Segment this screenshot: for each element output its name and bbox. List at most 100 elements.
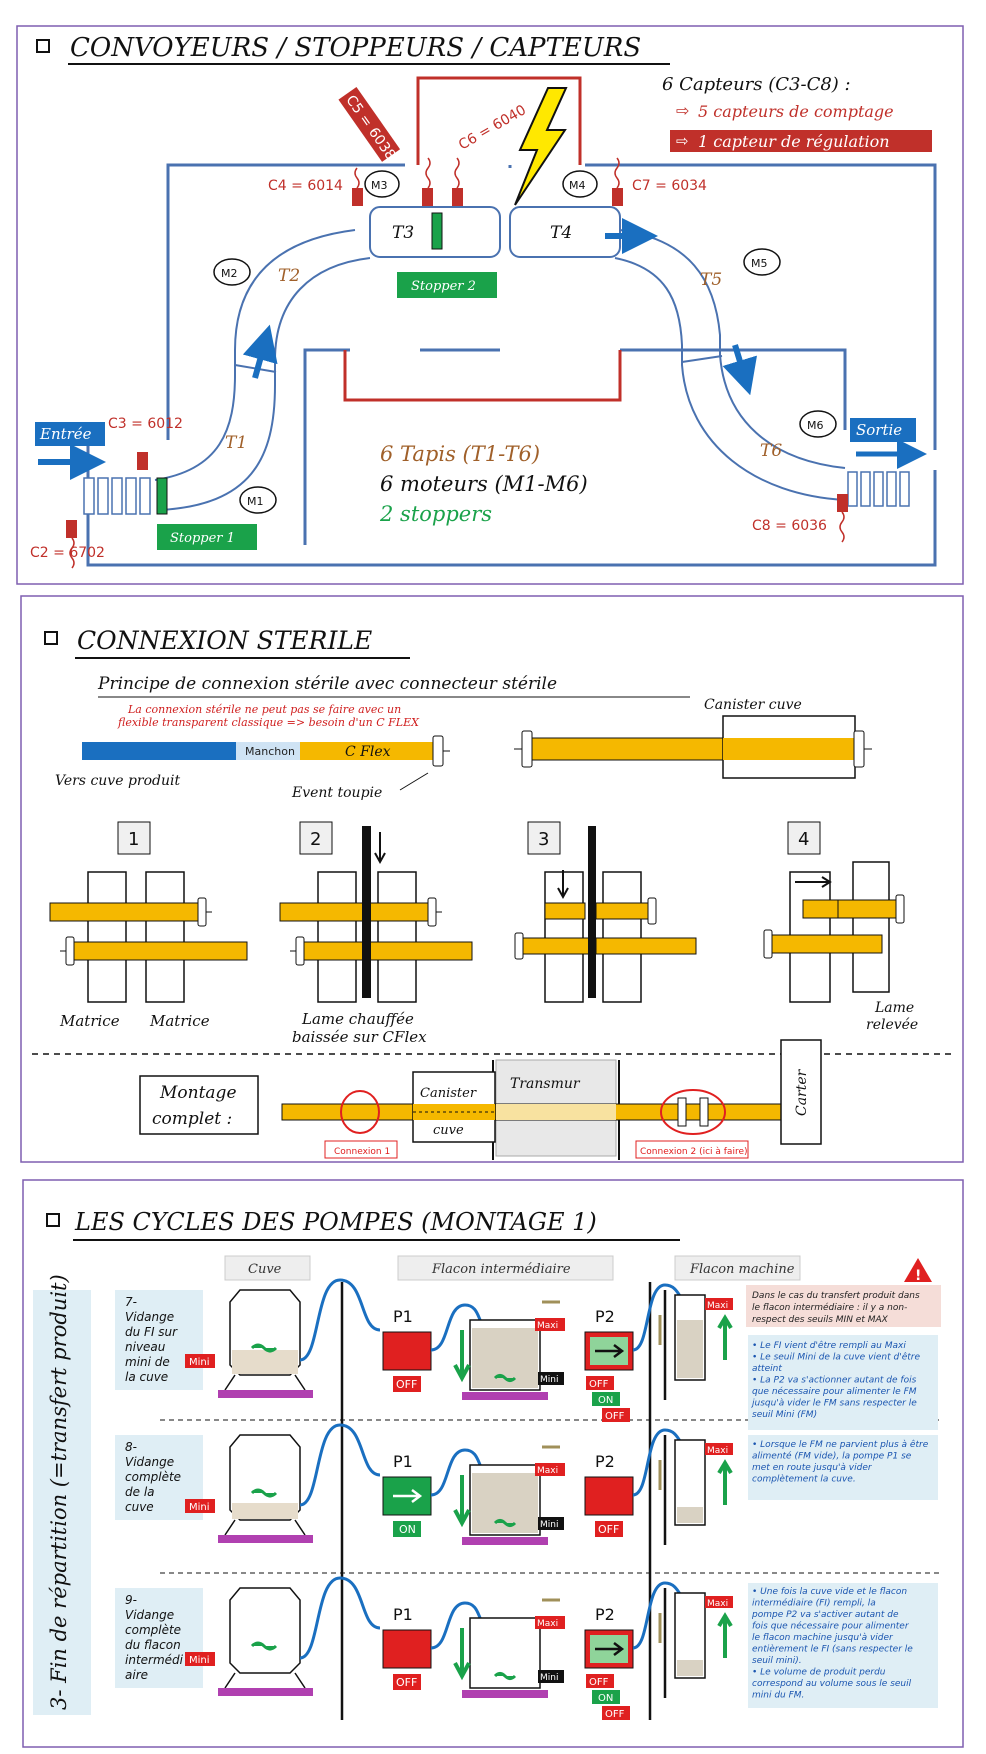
col-flacon-int-label: Flacon intermédiaire [431,1262,571,1277]
warning-note-box [746,1285,941,1327]
col-flacon-machine-label: Flacon machine [689,1262,795,1277]
fm-liquid [677,1320,703,1378]
matrice-label-2: Matrice [149,1012,210,1030]
agitator-icon [493,1672,517,1680]
p2-state-badge [592,1690,620,1704]
step-4-drawing [763,861,905,1003]
note-line: • Le FI vient d'être rempli au Maxi [752,1340,906,1351]
svg-text:1: 1 [128,829,139,850]
cuve-legs [224,1519,306,1536]
note-line-2: flexible transparent classique => besoin… [117,716,420,729]
arrow-icon [595,1642,625,1656]
p2-state: ON [598,1693,613,1704]
legend-moteurs: 6 moteurs (M1-M6) [380,472,588,496]
maxi-tag-fm [705,1443,733,1455]
maxi-tag-label: Maxi [537,1321,558,1331]
note-line-1: La connexion stérile ne peut pas se fair… [127,703,401,716]
mini-tag-fi-label: Mini [540,1520,558,1530]
cuve-label: cuve [433,1123,464,1138]
section1-title: CONVOYEURS / STOPPEURS / CAPTEURS [70,33,641,63]
capteurs-comptage: 5 capteurs de comptage [698,102,894,121]
connexion-1-circle [340,1090,380,1134]
p2-state-badge [602,1408,630,1422]
sensor-c6 [452,188,463,206]
mini-tag [185,1354,215,1368]
panel-conveyors-frame [16,25,964,585]
exit-bottles [847,471,910,507]
note-line: • Une fois la cuve vide et le flacon [752,1587,907,1597]
p1-state-badge [393,1674,421,1690]
p2-state-badge [602,1706,630,1720]
row-label-line: cuve [125,1500,154,1514]
p1-state-badge [393,1521,421,1537]
capteurs-title: 6 Capteurs (C3-C8) : [662,74,851,95]
col-header-cuve [224,1255,311,1281]
tube [299,1576,381,1660]
note-line: • Lorsque le FM ne parvient plus à être [752,1439,929,1450]
cuve-vessel [229,1587,301,1674]
mini-tag-fi-label: Mini [540,1375,558,1385]
stopper-1-badge [157,524,257,550]
cuve-legs [224,1672,306,1689]
row-label-line: complète [125,1623,181,1637]
cuve-base [218,1390,313,1398]
p2-state: OFF [589,1677,609,1688]
label-t2: T2 [278,266,300,286]
connexion-1-label: Connexion 1 [334,1147,390,1157]
row-label-line: Vidange [125,1455,174,1469]
p1-label: P1 [393,1605,413,1624]
step-4: 4 [787,821,821,855]
entry-bottles [83,477,151,515]
row-label-line: de la [125,1485,155,1499]
event-toupie-label: Event toupie [291,785,382,801]
agitator-icon [250,1641,278,1651]
note-line: pompe P2 va s'activer autant de [751,1610,899,1620]
sensor-c7-label: C7 = 6034 [632,178,707,194]
green-arrow-icon [453,1475,471,1528]
carter-label: Carter [794,1068,810,1116]
p2-state: OFF [598,1523,619,1536]
note-line: atteint [752,1364,782,1374]
row-label-box [115,1290,203,1390]
note-line: • La P2 va s'actionner autant de fois [752,1376,917,1386]
step-1-drawing [49,871,248,1003]
note-box [748,1583,938,1708]
row-label-line: niveau [125,1340,166,1354]
note-line: correspond au volume sous le seuil [752,1679,912,1689]
cuve-base [218,1535,313,1543]
note-line: fois que nécessaire pour alimenter [752,1621,910,1632]
p1-label: P1 [393,1452,413,1471]
section3-title: LES CYCLES DES POMPES (MONTAGE 1) [74,1208,597,1236]
maxi-tag [535,1616,565,1629]
green-arrow-icon [453,1628,471,1681]
warning-icon [904,1258,932,1282]
agitator-icon [250,1343,278,1353]
mini-tag-fi-label: Mini [540,1673,558,1683]
stopper-2-label: Stopper 2 [411,279,476,294]
p2-label: P2 [595,1307,615,1326]
cuve-base [218,1688,313,1696]
side-label: 3- Fin de répartition (=transfert produi… [47,1274,71,1710]
label-t6: T6 [760,441,782,461]
row-label-line: Vidange [125,1310,174,1324]
entree-label: Entrée [39,425,92,443]
stopper-2-gate [431,212,443,250]
agitator-icon [250,1488,278,1498]
svg-text:3: 3 [538,829,549,850]
motor-m3: M3 [364,170,400,198]
lightning-icon [514,87,568,206]
row-label-line: Vidange [125,1608,174,1622]
row-label-line: du flacon [125,1638,181,1652]
cuve-liquid [232,1503,298,1519]
transmur-label: Transmur [510,1076,581,1092]
col-cuve-label: Cuve [248,1262,282,1277]
title-checkbox-icon [46,1213,60,1227]
motor-m4: M4 [562,170,598,198]
cuve-legs [224,1374,306,1391]
capteurs-regulation-box [670,130,932,152]
p2-state-badge [595,1521,623,1537]
entree-badge [35,422,105,446]
col-header-flacon-int [397,1255,614,1281]
